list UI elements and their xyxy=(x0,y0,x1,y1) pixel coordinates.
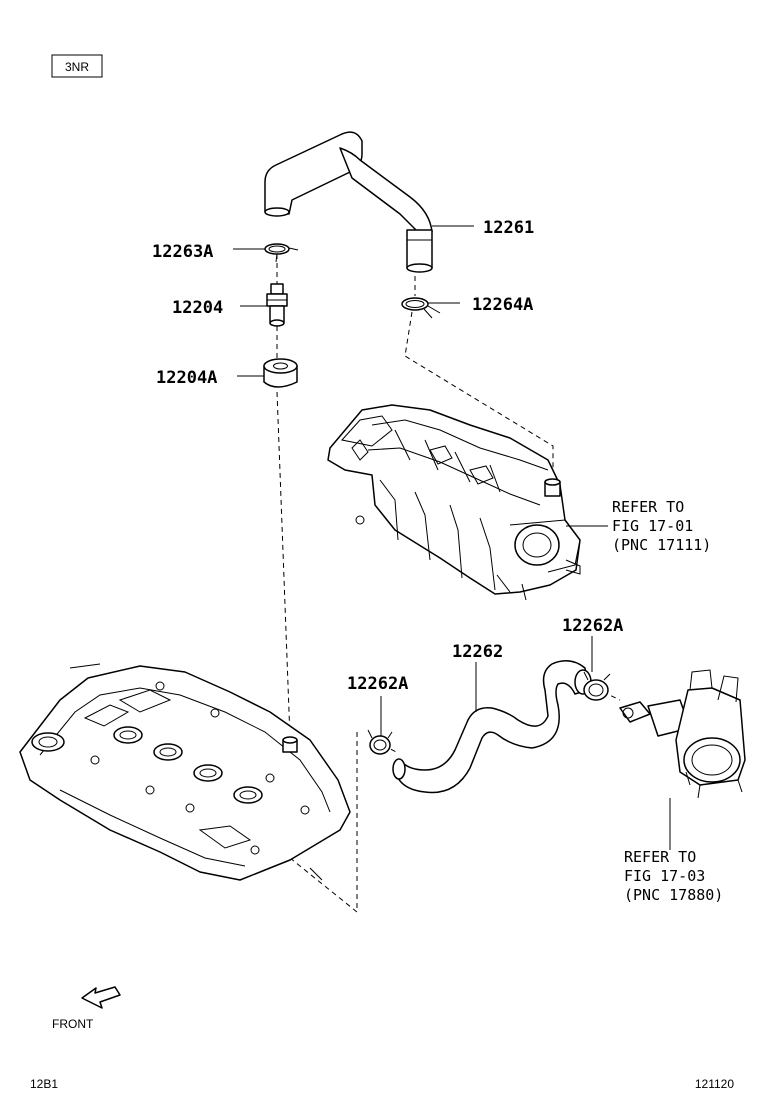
cylinder-head-cover xyxy=(19,663,351,881)
engine-tag-text: 3NR xyxy=(65,60,89,74)
front-label: FRONT xyxy=(52,1017,94,1031)
label-12262a-right: 12262A xyxy=(562,616,623,636)
intake-manifold xyxy=(327,404,581,601)
reference-intake-manifold: REFER TO FIG 17-01 (PNC 17111) xyxy=(612,498,711,554)
footer-right-code: 121120 xyxy=(695,1077,734,1091)
upper-ventilation-hose xyxy=(264,131,433,273)
ref-line-3: (PNC 17111) xyxy=(612,536,711,554)
upper-left-clamp xyxy=(264,243,299,263)
engine-tag: 3NR xyxy=(51,54,103,78)
throttle-body xyxy=(619,669,746,799)
ref-line-1: REFER TO xyxy=(624,848,696,866)
ref-line-2: FIG 17-01 xyxy=(612,517,693,535)
label-12262a-left: 12262A xyxy=(347,674,408,694)
label-12263a: 12263A xyxy=(152,242,213,262)
lower-right-clamp xyxy=(583,671,611,701)
front-indicator: FRONT xyxy=(52,986,121,1031)
label-12204a: 12204A xyxy=(156,368,217,388)
pcv-valve xyxy=(266,283,288,327)
label-12204: 12204 xyxy=(172,298,223,318)
pcv-grommet xyxy=(263,358,298,388)
lower-ventilation-hose xyxy=(392,660,592,794)
upper-right-clamp xyxy=(401,297,441,319)
label-12261: 12261 xyxy=(483,218,534,238)
footer-left-code: 12B1 xyxy=(30,1077,58,1091)
label-12262: 12262 xyxy=(452,642,503,662)
front-arrow-icon xyxy=(81,986,121,1009)
lower-left-clamp xyxy=(367,729,393,755)
ref-line-2: FIG 17-03 xyxy=(624,867,705,885)
label-12264a: 12264A xyxy=(472,295,533,315)
ref-line-1: REFER TO xyxy=(612,498,684,516)
ref-line-3: (PNC 17880) xyxy=(624,886,723,904)
leader-lines xyxy=(233,225,671,850)
reference-throttle-body: REFER TO FIG 17-03 (PNC 17880) xyxy=(624,848,723,904)
